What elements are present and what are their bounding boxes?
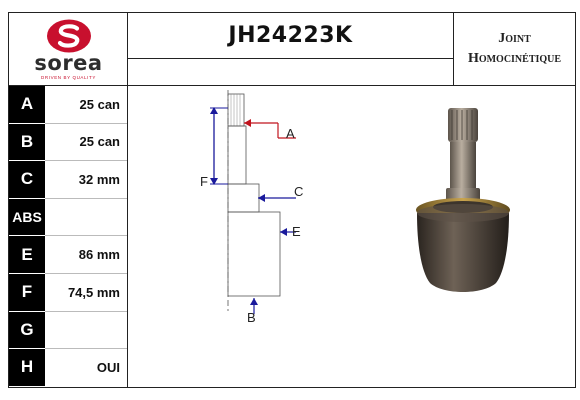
spec-value: 25 can [45,86,127,124]
description-line-2: Homocinétique [467,51,562,66]
product-sheet: sorea DRIVEN BY QUALITY JH24223K Joint H… [8,12,576,388]
label-b: B [247,310,256,325]
shaft-outline [227,125,247,185]
spec-row-c: C 32 mm [9,161,127,199]
label-a: A [286,126,295,141]
dimension-e-arrow [280,228,287,236]
dimension-b-arrow [250,298,258,305]
dimension-c-arrow [258,194,265,202]
spec-value: 32 mm [45,161,127,199]
spec-letter: H [9,349,45,387]
spec-row-f: F 74,5 mm [9,274,127,312]
spec-letter: C [9,161,45,199]
spec-value: 86 mm [45,236,127,274]
spec-row-h: H OUI [9,349,127,387]
label-f: F [200,174,208,189]
dimension-f-arrow-top [210,107,218,114]
spec-letter: ABS [9,198,45,237]
part-subheader-cell [128,59,454,86]
spline-stub-outline [227,93,245,127]
spec-value: 74,5 mm [45,274,127,312]
spec-row-abs: ABS [9,198,127,237]
dimension-f-arrow-bottom [210,178,218,185]
spec-letter: G [9,311,45,350]
spec-letter: F [9,274,45,312]
description-line-1: Joint [498,31,531,46]
label-c: C [294,184,303,199]
part-number: JH24223K [228,23,353,48]
cv-joint-product-icon [416,108,510,292]
sorea-logo-icon [47,19,91,53]
spec-table: A 25 can B 25 can C 32 mm ABS E 86 mm F … [9,86,128,387]
spec-row-g: G [9,311,127,350]
spec-letter: E [9,236,45,274]
spec-row-e: E 86 mm [9,236,127,274]
spec-value [45,312,127,350]
product-description: Joint Homocinétique [454,13,575,86]
spline-teeth-icon [230,94,241,126]
dimension-diagram: F A C E B [200,90,303,325]
spec-value [45,199,127,237]
spec-value: 25 can [45,124,127,162]
bowl-outline [227,211,281,297]
spec-row-a: A 25 can [9,86,127,124]
brand-tagline: DRIVEN BY QUALITY [41,75,96,80]
spec-letter: A [9,86,45,124]
drawing-area: F A C E B [128,86,575,387]
spec-value: OUI [96,360,120,376]
brand-name: sorea [34,51,103,75]
spec-letter: B [9,123,45,162]
label-e: E [292,224,301,239]
part-number-cell: JH24223K [128,13,454,59]
brand-logo: sorea DRIVEN BY QUALITY [9,13,128,86]
spec-row-b: B 25 can [9,123,127,162]
collar-outline [227,183,260,213]
pointer-a-arrow [244,119,251,127]
